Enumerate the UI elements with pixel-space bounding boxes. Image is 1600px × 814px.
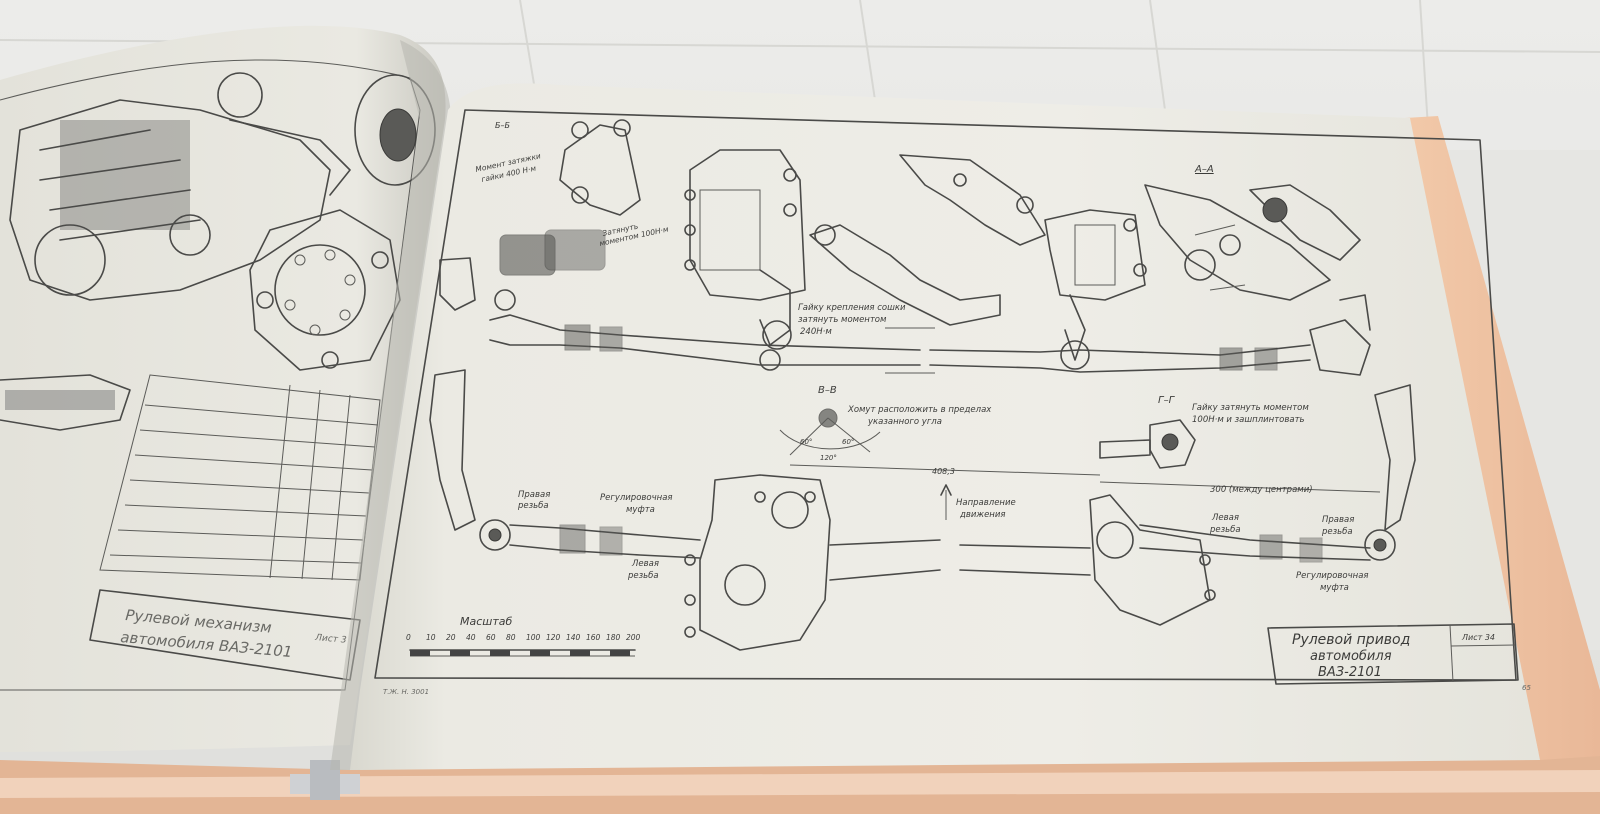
scale-tick-labels: 0 10 20 40 60 80 100 120 140 160 180 200: [406, 633, 641, 642]
section-label-v: В–В: [818, 385, 837, 396]
section-label-a: А–А: [1194, 164, 1214, 175]
right-title-line-1: Рулевой привод: [1292, 632, 1410, 648]
steering-box-bottom: [684, 474, 831, 651]
right-sheet-label: Лист 34: [1461, 633, 1495, 642]
right-title-line-3: ВАЗ-2101: [1318, 665, 1382, 680]
svg-text:указанного угла: указанного угла: [867, 417, 942, 427]
pendulum-arm-box: [1044, 209, 1147, 370]
svg-text:Гайку крепления сошки: Гайку крепления сошки: [798, 303, 906, 313]
note-left-thread-right: Левая резьба: [1209, 513, 1241, 535]
right-title-block: Рулевой привод автомобиля ВАЗ-2101 Лист …: [1267, 623, 1519, 685]
note-pitman-nut: Гайку крепления сошки затянуть моментом …: [798, 303, 906, 337]
scale-tick-label: 180: [606, 633, 621, 642]
left-page: Рулевой механизм автомобиля ВАЗ-2101 Лис…: [0, 25, 452, 770]
scale-tick-label: 40: [466, 633, 476, 642]
pendulum-arm-bottom: [1089, 494, 1216, 626]
flange-view-drawing: [249, 209, 401, 371]
scale-bar: Масштаб 0 10 20 40 60 80 100 120 140 160 180 200: [406, 615, 641, 657]
scale-tick-label: 160: [586, 633, 601, 642]
note-left-thread-left: Левая резьба: [627, 559, 659, 581]
note-adj-sleeve-right: Регулировочная муфта: [1296, 571, 1369, 593]
right-title-line-2: автомобиля: [1310, 649, 1392, 664]
svg-text:резьба: резьба: [627, 571, 659, 581]
scale-tick-label: 120: [546, 633, 561, 642]
book-cover: [0, 116, 1600, 814]
scale-tick-label: 10: [426, 633, 436, 642]
footer-code: Т.Ж. Н. 3001: [383, 688, 429, 696]
note-direction: Направление движения: [956, 498, 1016, 520]
svg-text:резьба: резьба: [1321, 527, 1353, 537]
note-nut-cotter: Гайку затянуть моментом 100Н·м и зашплин…: [1192, 403, 1309, 425]
dim-center: 408,3: [932, 467, 955, 476]
section-label-b: Б–Б: [495, 121, 510, 130]
section-label-g: Г–Г: [1158, 395, 1176, 406]
scale-tick-label: 60: [486, 633, 496, 642]
dim-angle-a: 60°: [800, 438, 812, 446]
note-right-thread-left: Правая резьба: [517, 490, 550, 511]
svg-text:Левая: Левая: [631, 559, 659, 569]
svg-text:240Н·м: 240Н·м: [800, 327, 832, 337]
dim-angle-c: 120°: [820, 454, 837, 462]
section-v-drawing: [779, 408, 881, 456]
right-page: Масштаб 0 10 20 40 60 80 100 120 140 160 180 200 Ру…: [350, 83, 1540, 771]
page-number: 65: [1522, 684, 1531, 692]
top-drawing-row: [439, 119, 1371, 376]
tie-rod-top: [439, 257, 1371, 376]
note-right-thread-right: Правая резьба: [1321, 515, 1354, 537]
svg-text:100Н·м и зашплинтовать: 100Н·м и зашплинтовать: [1192, 415, 1305, 425]
dim-angle-b: 60°: [842, 438, 854, 446]
scale-tick-label: 20: [446, 633, 456, 642]
svg-text:Правая: Правая: [1322, 515, 1354, 525]
svg-text:Регулировочная: Регулировочная: [1296, 571, 1369, 581]
steering-box-top: [684, 149, 806, 371]
svg-text:Регулировочная: Регулировочная: [600, 493, 673, 503]
scale-tick-label: 140: [566, 633, 581, 642]
scale-tick-label: 0: [406, 633, 411, 642]
scale-label: Масштаб: [460, 615, 512, 628]
svg-text:затянуть моментом: затянуть моментом: [798, 315, 887, 325]
scale-tick-label: 80: [506, 633, 516, 642]
scale-tick-label: 100: [526, 633, 541, 642]
note-adj-sleeve-left: Регулировочная муфта: [600, 493, 673, 515]
dim-between-centers: 300 (между центрами): [1210, 485, 1313, 495]
section-g-drawing: [1099, 419, 1196, 469]
svg-text:Направление: Направление: [956, 498, 1016, 508]
scale-tick-label: 200: [626, 633, 641, 642]
note-clamp: Хомут расположить в пределах указанного …: [847, 405, 992, 427]
steering-mechanism-drawing: [0, 72, 436, 431]
bottom-drawing-row: [429, 369, 1416, 651]
parameters-table: [99, 374, 381, 581]
left-sheet-label: Лист 3: [314, 633, 347, 646]
svg-text:Гайку затянуть моментом: Гайку затянуть моментом: [1192, 403, 1309, 413]
svg-text:Левая: Левая: [1211, 513, 1239, 523]
svg-text:резьба: резьба: [1209, 525, 1241, 535]
section-a-drawing: [1144, 184, 1361, 301]
svg-text:Правая: Правая: [518, 490, 550, 500]
svg-text:движения: движения: [959, 510, 1006, 520]
svg-text:муфта: муфта: [1320, 583, 1349, 593]
svg-text:резьба: резьба: [517, 501, 549, 511]
svg-text:Хомут расположить в пределах: Хомут расположить в пределах: [847, 405, 992, 415]
svg-text:муфта: муфта: [626, 505, 655, 515]
